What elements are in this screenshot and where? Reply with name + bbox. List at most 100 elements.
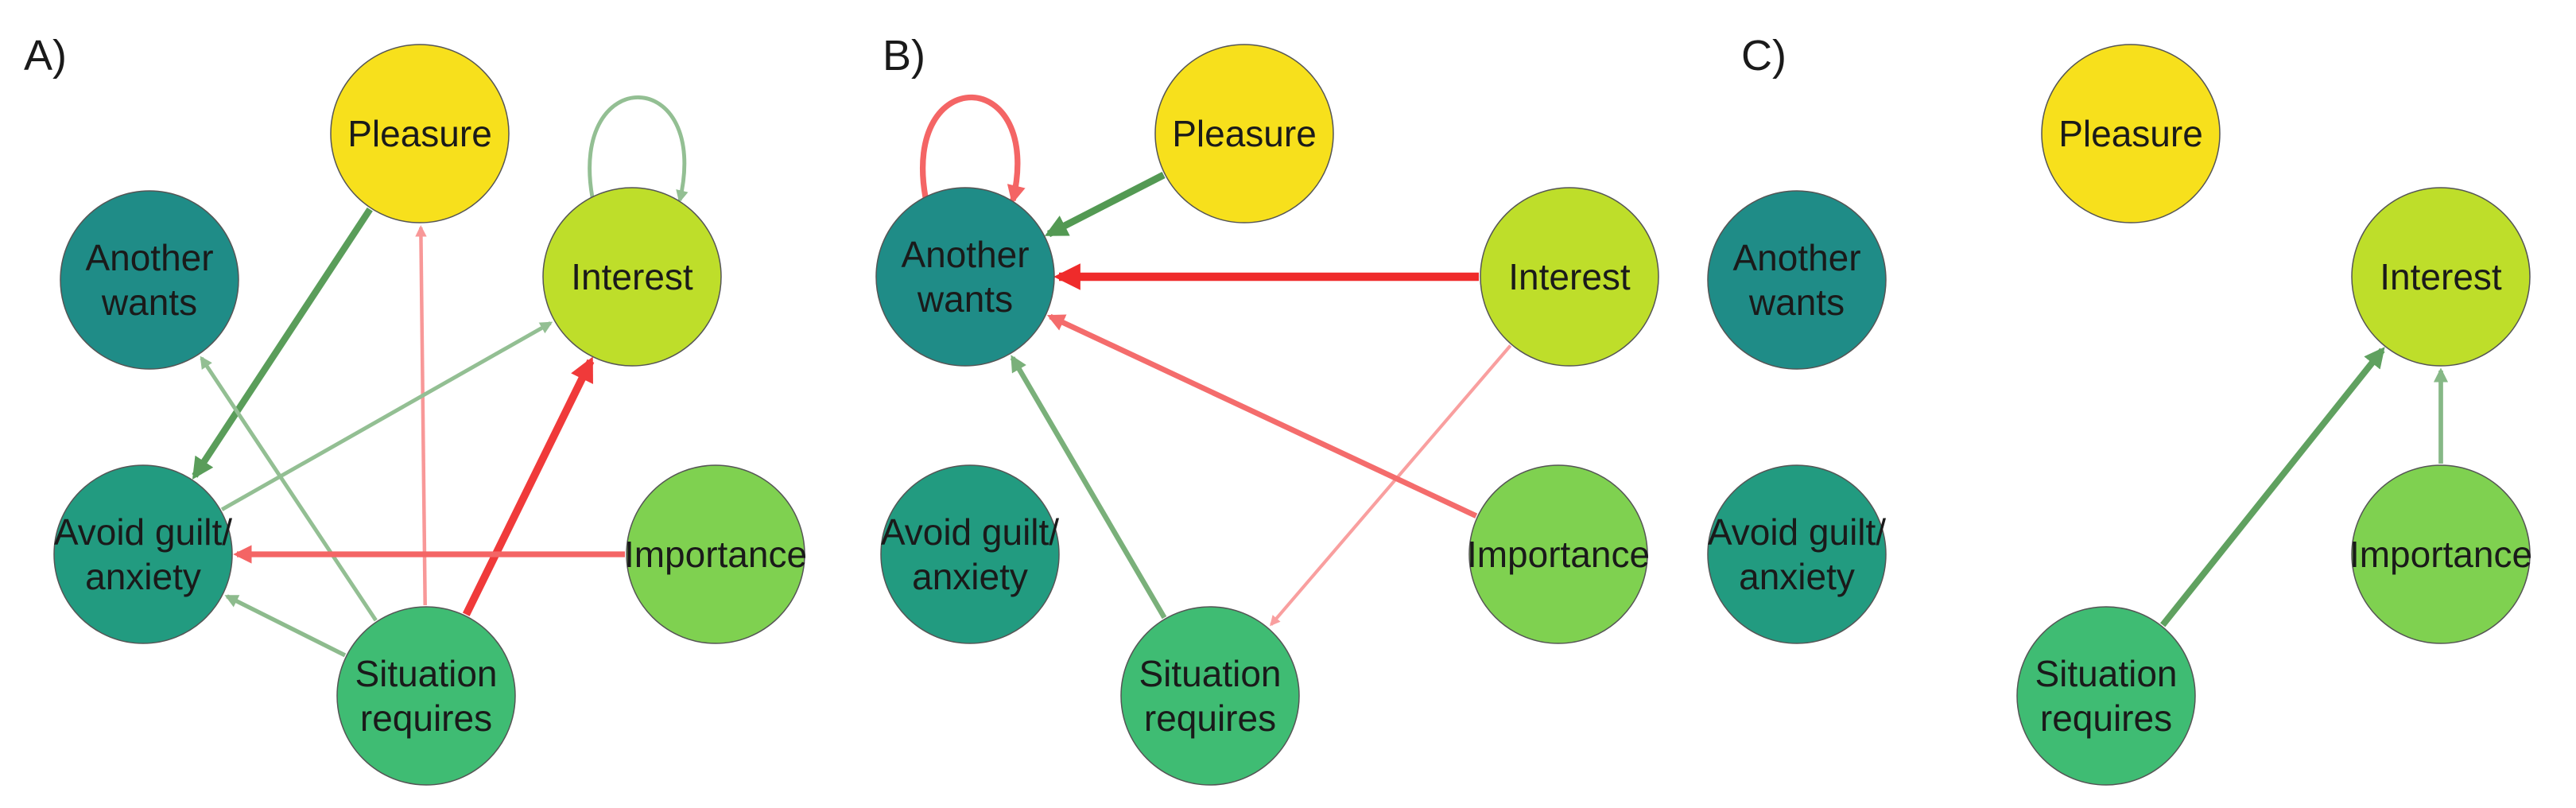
node-label-line: requires: [2040, 697, 2172, 739]
edge-layer: [2160, 347, 2449, 627]
node-label: Importance: [1467, 534, 1650, 575]
node-circle: [2351, 464, 2531, 644]
edge-avoid_guilt-to-interest: [220, 321, 553, 511]
node-label: Importance: [2349, 534, 2532, 575]
node-label-line: wants: [917, 278, 1013, 320]
edge-situation_requires-to-interest: [462, 356, 595, 616]
node-label-line: Another: [85, 237, 213, 278]
node-label-line: requires: [360, 697, 492, 739]
node-label-line: wants: [1748, 282, 1845, 323]
node-label-line: Pleasure: [347, 113, 492, 154]
node-circle: [1120, 606, 1300, 786]
panel-label: B): [883, 32, 925, 80]
node-label: Interest: [571, 256, 693, 297]
node-label-line: Interest: [1508, 256, 1631, 297]
node-label-line: anxiety: [912, 556, 1028, 597]
node-label: Importance: [624, 534, 807, 575]
node-interest: Interest: [542, 187, 722, 367]
node-circle: [1707, 464, 1887, 644]
edge-situation_requires-to-another_wants: [1010, 355, 1167, 620]
node-circle: [542, 187, 722, 367]
edge-layer: [920, 94, 1512, 627]
panel-label: C): [1741, 32, 1787, 80]
panel-label: A): [24, 32, 67, 80]
node-circle: [626, 464, 805, 644]
node-label-line: Pleasure: [1172, 113, 1317, 154]
node-circle: [336, 606, 516, 786]
node-importance: Importance: [2349, 464, 2532, 644]
node-label: Avoid guilt/anxiety: [54, 511, 232, 597]
node-avoid-guilt: Avoid guilt/anxiety: [53, 464, 233, 644]
node-circle: [1707, 190, 1887, 370]
edge-importance-to-another_wants: [1046, 313, 1478, 519]
node-label-line: Another: [901, 234, 1029, 275]
node-label: Interest: [2380, 256, 2502, 297]
edge-situation_requires-to-pleasure: [415, 225, 427, 606]
node-label-line: Situation: [1139, 653, 1281, 694]
node-label-line: Pleasure: [2058, 113, 2203, 154]
edge-situation_requires-to-avoid_guilt: [224, 594, 347, 658]
node-importance: Importance: [624, 464, 807, 644]
node-circle: [2351, 187, 2531, 367]
node-circle: [330, 44, 510, 223]
node-circle: [1480, 187, 1659, 367]
node-interest: Interest: [2351, 187, 2531, 367]
node-label-line: Importance: [2349, 534, 2532, 575]
node-pleasure: Pleasure: [330, 44, 510, 223]
node-circle: [1154, 44, 1334, 223]
node-circle: [2016, 606, 2196, 786]
edge-another_wants-to-another_wants: [920, 94, 1026, 204]
node-label-line: wants: [101, 282, 197, 323]
node-interest: Interest: [1480, 187, 1659, 367]
node-circle: [60, 190, 239, 370]
node-label: Interest: [1508, 256, 1631, 297]
node-label-line: Situation: [2035, 653, 2177, 694]
edge-situation_requires-to-another_wants: [200, 355, 378, 622]
edge-pleasure-to-another_wants: [1044, 172, 1166, 238]
node-circle: [880, 464, 1060, 644]
node-label-line: Another: [1732, 237, 1860, 278]
node-label: Pleasure: [1172, 113, 1317, 154]
node-label: Avoid guilt/anxiety: [881, 511, 1059, 597]
edge-interest-to-situation_requires: [1270, 344, 1512, 627]
node-label-line: Situation: [355, 653, 497, 694]
edge-situation_requires-to-interest: [2160, 347, 2385, 627]
node-circle: [875, 187, 1055, 367]
node-label-line: requires: [1144, 697, 1276, 739]
node-circle: [1468, 464, 1648, 644]
edge-pleasure-to-avoid_guilt: [192, 207, 373, 480]
node-label: Pleasure: [347, 113, 492, 154]
node-label-line: Importance: [624, 534, 807, 575]
node-label-line: Interest: [571, 256, 693, 297]
node-label-line: Avoid guilt/: [881, 511, 1059, 553]
node-label: Pleasure: [2058, 113, 2203, 154]
node-label-line: Interest: [2380, 256, 2502, 297]
edge-layer: [192, 95, 689, 658]
node-avoid-guilt: Avoid guilt/anxiety: [1707, 464, 1887, 644]
node-label-line: Avoid guilt/: [1708, 511, 1886, 553]
node-avoid-guilt: Avoid guilt/anxiety: [880, 464, 1060, 644]
node-label-line: Importance: [1467, 534, 1650, 575]
node-circle: [53, 464, 233, 644]
node-pleasure: Pleasure: [1154, 44, 1334, 223]
node-pleasure: Pleasure: [2041, 44, 2221, 223]
